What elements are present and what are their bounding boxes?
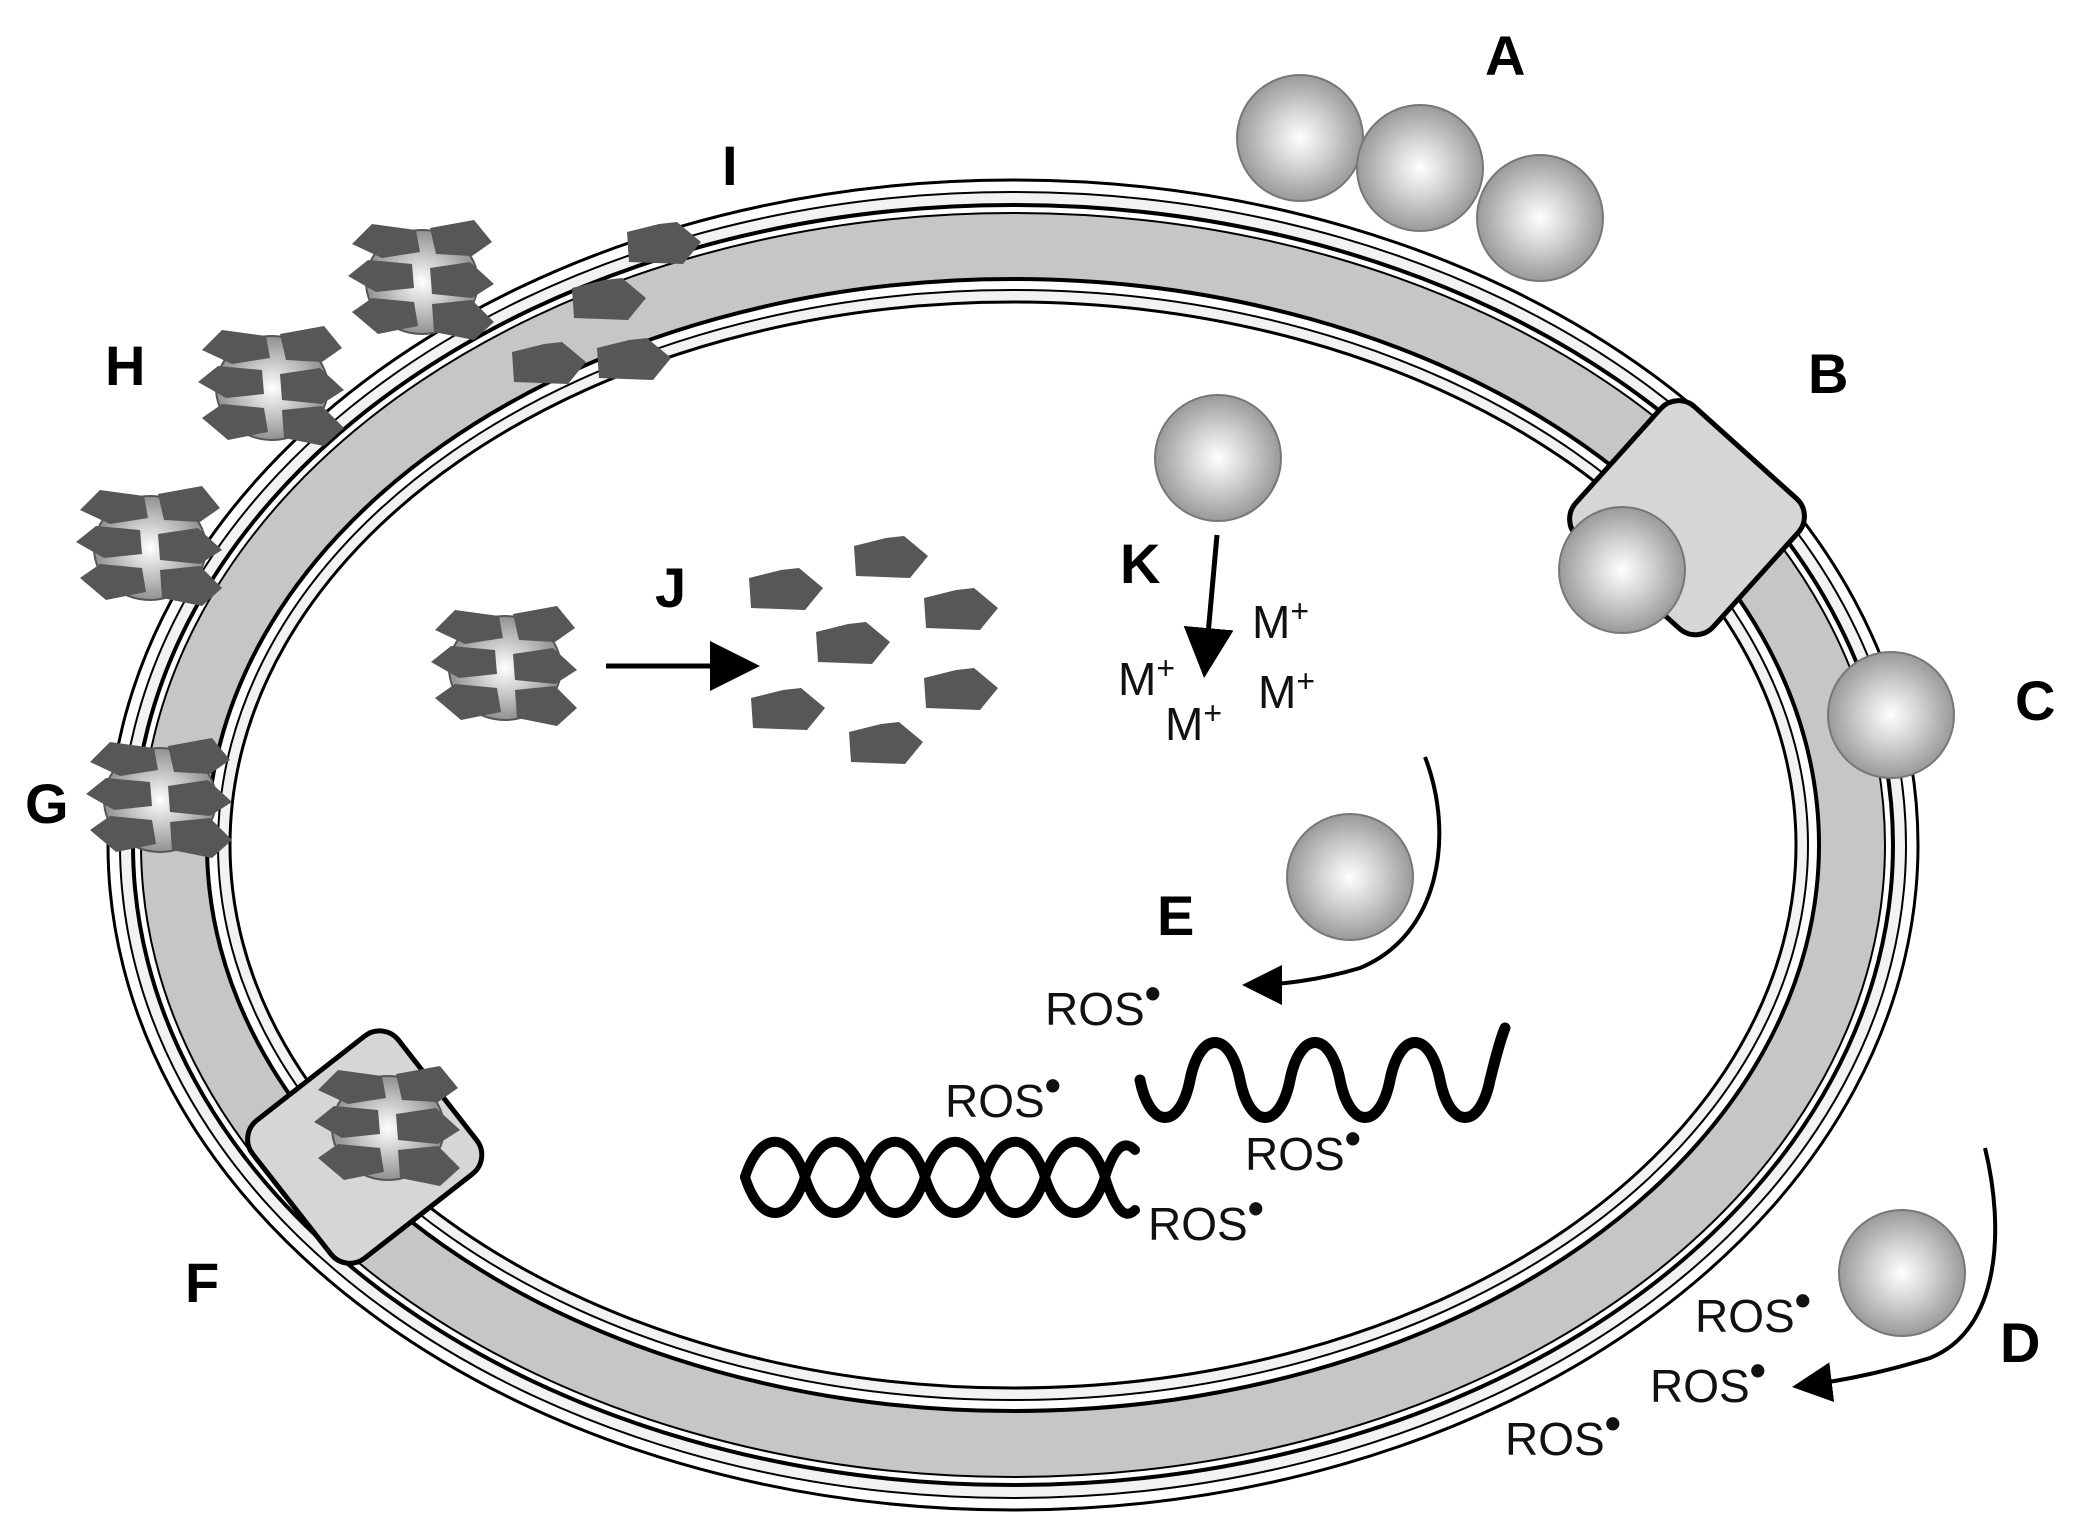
cell-envelope — [106, 178, 1920, 1512]
nanoparticle-sphere-icon — [1476, 154, 1604, 282]
protein-cage-icon — [75, 485, 223, 607]
label-f: F — [185, 1251, 219, 1314]
metal-ion: M+ — [1252, 593, 1309, 648]
intracellular-ros-generation — [1242, 756, 1442, 1005]
nanoparticle-sphere-icon — [1558, 506, 1686, 634]
ros-label: ROS• — [1245, 1112, 1361, 1180]
label-i: I — [722, 134, 738, 197]
nanoparticle-sphere-icon — [1356, 104, 1484, 232]
metal-ion-release — [1154, 394, 1282, 678]
ros-species: ROS• ROS• ROS• ROS• ROS• ROS• ROS• — [945, 967, 1811, 1465]
ros-label: ROS• — [1650, 1344, 1766, 1412]
protein-cage-icon — [197, 325, 345, 447]
label-d: D — [2000, 1311, 2040, 1374]
protein-cage-icon — [430, 605, 578, 727]
ros-label: ROS• — [1695, 1274, 1811, 1342]
intracellular-degradation — [430, 536, 998, 764]
supercoiled-dna-icon — [740, 1136, 1140, 1219]
protein-cage-icon — [85, 737, 233, 859]
label-e: E — [1157, 884, 1194, 947]
ros-arrow — [1792, 1147, 1998, 1403]
nanoparticle-sphere-icon — [1236, 74, 1364, 202]
metal-ion: M+ — [1165, 695, 1222, 750]
nanoparticle-sphere-icon — [1838, 1209, 1966, 1337]
membrane-channel-f — [245, 1028, 485, 1266]
label-a: A — [1485, 24, 1525, 87]
protein-cage-icon — [347, 219, 495, 341]
label-k: K — [1120, 532, 1160, 595]
label-g: G — [25, 772, 69, 835]
ros-arrow — [1242, 756, 1442, 1005]
ros-label: ROS• — [1148, 1182, 1264, 1250]
release-arrow — [1183, 534, 1234, 678]
nanoparticle-sphere-icon — [1827, 651, 1955, 779]
metal-ion: M+ — [1118, 650, 1175, 705]
nanoparticle-sphere-icon — [1286, 813, 1414, 941]
dna-helix-icon — [1134, 1022, 1511, 1123]
label-b: B — [1808, 342, 1848, 405]
extracellular-ros-generation — [1792, 1147, 1998, 1403]
label-j: J — [655, 556, 686, 619]
label-c: C — [2015, 669, 2055, 732]
ros-label: ROS• — [945, 1059, 1061, 1127]
metal-ions: M+ M+ M+ M+ — [1118, 593, 1315, 750]
membrane-channel-b — [1558, 398, 1807, 638]
nanoparticle-sphere-icon — [1154, 394, 1282, 522]
protein-cage-icon — [313, 1065, 461, 1187]
ros-label: ROS• — [1045, 967, 1161, 1035]
ros-label: ROS• — [1505, 1397, 1621, 1465]
metal-ion: M+ — [1258, 663, 1315, 718]
dna — [740, 1022, 1511, 1219]
label-h: H — [105, 334, 145, 397]
